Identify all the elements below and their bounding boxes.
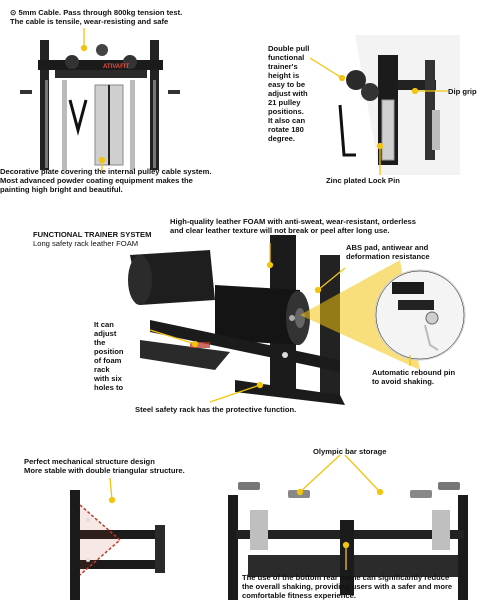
rear-frame-note: The use of the bottom rear frame can sig…: [242, 573, 453, 600]
cable-note: ⊙ 5mm Cable. Pass through 800kg tension …: [10, 8, 183, 26]
abs-pad-note: ABS pad, antiwear and deformation resist…: [346, 243, 430, 261]
triangular-frame-image: [70, 490, 165, 600]
cable-machine-image: [20, 40, 180, 170]
callout-lines: [80, 28, 448, 570]
foam-note: High-quality leather FOAM with anti-swea…: [170, 217, 417, 235]
rear-frame-image: [228, 482, 468, 600]
pulley-closeup-image: [338, 35, 460, 175]
plate-note: Decorative plate covering the internal p…: [0, 167, 212, 194]
logo-text: ATIVAFIT: [103, 64, 129, 70]
dip-grip-label: Dip grip: [448, 87, 477, 96]
structure-note: Perfect mechanical structure design More…: [24, 457, 185, 475]
foam-rack-image: [128, 235, 345, 405]
olympic-storage-label: Olympic bar storage: [313, 447, 387, 456]
lock-pin-label: Zinc plated Lock Pin: [326, 176, 400, 185]
pulley-note: Double pull functional trainer's height …: [268, 44, 310, 143]
adjust-note: It can adjust the position of foam rack …: [94, 320, 124, 392]
system-title: FUNCTIONAL TRAINER SYSTEM Long safety ra…: [33, 230, 152, 248]
safety-rack-note: Steel safety rack has the protective fun…: [135, 405, 297, 414]
rebound-pin-note: Automatic rebound pin to avoid shaking.: [372, 368, 456, 386]
